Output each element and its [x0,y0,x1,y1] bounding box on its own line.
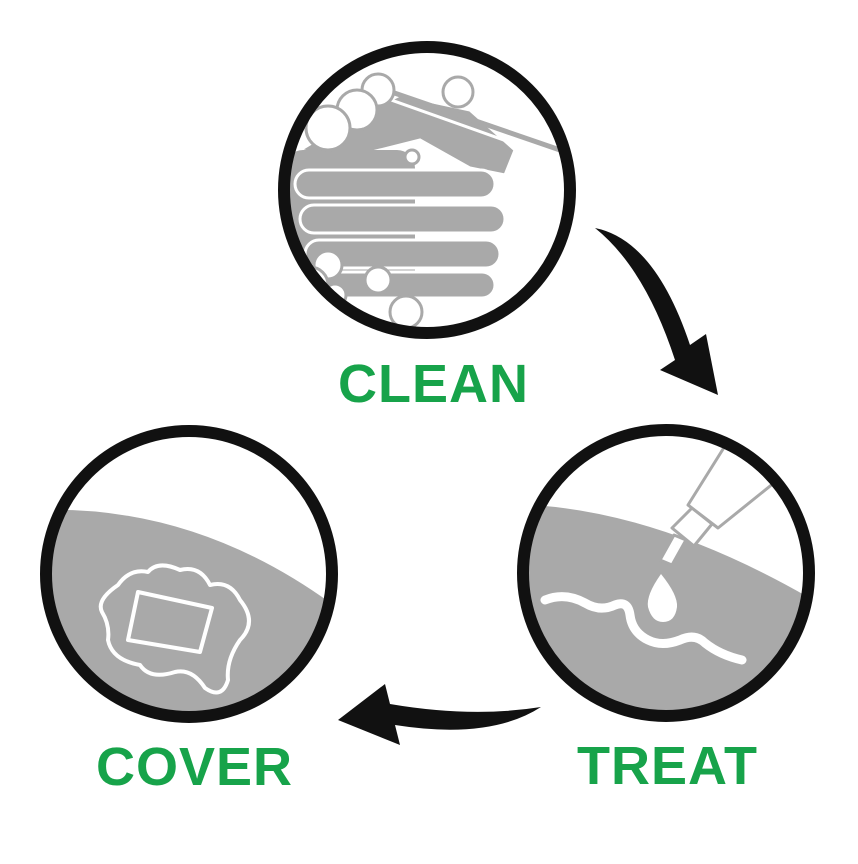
curved-arrow-icon [338,684,541,745]
arrow-clean-to-treat [595,228,718,395]
step-label-cover: COVER [96,737,294,797]
cover-step [40,425,338,723]
step-label-treat: TREAT [577,736,758,796]
clean-step [278,41,576,339]
curved-arrow-icon [595,228,718,395]
arrow-treat-to-cover [338,684,541,745]
step-label-clean: CLEAN [338,354,529,414]
washing-hands-icon [285,72,561,330]
